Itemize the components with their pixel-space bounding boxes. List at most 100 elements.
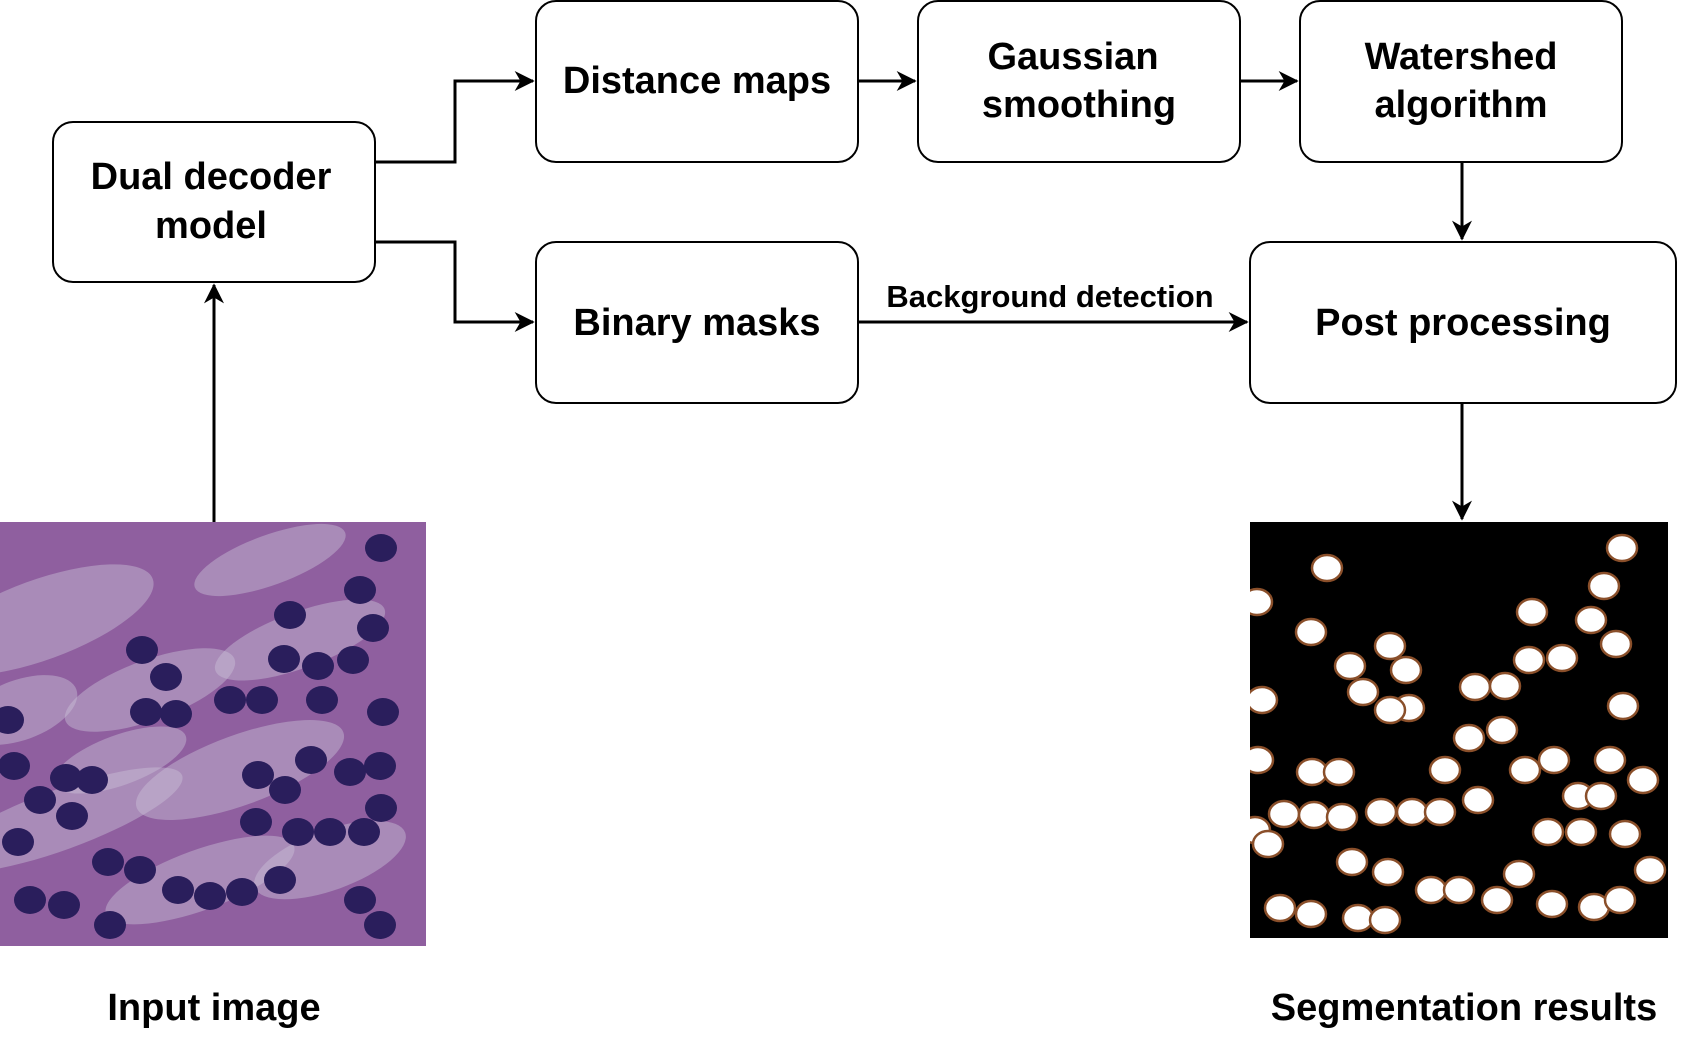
nucleus	[344, 576, 376, 604]
segmented-nucleus	[1322, 757, 1356, 787]
tissue-streak	[0, 564, 154, 676]
nucleus	[124, 856, 156, 884]
nucleus	[94, 911, 126, 939]
caption-segmentation-results: Segmentation results	[1271, 987, 1657, 1029]
input-image	[0, 522, 426, 946]
segmented-nucleus	[1389, 655, 1423, 685]
node-watershed-line-1: Watershed	[1365, 36, 1558, 78]
node-post-processing: Post processing	[1249, 241, 1677, 404]
nucleus	[0, 752, 30, 780]
nucleus	[246, 686, 278, 714]
node-dual-decoder-model: Dual decoder model	[52, 121, 376, 283]
segmented-nucleus	[1371, 857, 1405, 887]
segmented-nucleus	[1251, 829, 1285, 859]
segmented-nucleus	[1310, 553, 1344, 583]
segmented-nucleus	[1364, 797, 1398, 827]
nucleus	[76, 766, 108, 794]
nucleus	[334, 758, 366, 786]
segmented-nucleus	[1250, 685, 1279, 715]
segmentation-image-nuclei	[1250, 533, 1667, 935]
segmented-nucleus	[1333, 651, 1367, 681]
edge-label-background-detection: Background detection	[886, 279, 1213, 314]
segmented-nucleus	[1442, 875, 1476, 905]
segmented-nucleus	[1574, 605, 1608, 635]
nucleus	[194, 882, 226, 910]
nucleus	[314, 818, 346, 846]
nucleus	[348, 818, 380, 846]
segmented-nucleus	[1584, 781, 1618, 811]
nucleus	[126, 636, 158, 664]
segmented-nucleus	[1373, 695, 1407, 725]
segmented-nucleus	[1488, 671, 1522, 701]
nucleus	[282, 818, 314, 846]
tissue-streak	[64, 648, 236, 732]
segmented-nucleus	[1325, 802, 1359, 832]
nucleus	[160, 700, 192, 728]
segmented-nucleus	[1508, 755, 1542, 785]
segmented-nucleus	[1502, 859, 1536, 889]
nucleus	[365, 534, 397, 562]
segmented-nucleus	[1250, 745, 1275, 775]
nucleus	[365, 794, 397, 822]
nucleus	[240, 808, 272, 836]
tissue-streak	[0, 675, 78, 745]
segmented-nucleus	[1587, 571, 1621, 601]
nucleus	[364, 911, 396, 939]
node-distance-maps: Distance maps	[535, 0, 859, 163]
segmented-nucleus	[1458, 672, 1492, 702]
nucleus	[274, 601, 306, 629]
segmented-nucleus	[1395, 797, 1429, 827]
node-gaussian-line-2: smoothing	[982, 84, 1176, 126]
nucleus	[14, 886, 46, 914]
segmented-nucleus	[1564, 817, 1598, 847]
segmented-nucleus	[1414, 875, 1448, 905]
segmented-nucleus	[1603, 885, 1637, 915]
edge-model-to-distance-maps	[375, 71, 535, 164]
segmented-nucleus	[1452, 723, 1486, 753]
nucleus	[24, 786, 56, 814]
nucleus	[2, 828, 34, 856]
node-dual-decoder-line-2: model	[155, 205, 267, 247]
nucleus	[295, 746, 327, 774]
node-watershed-line-2: algorithm	[1374, 84, 1547, 126]
segmented-nucleus	[1633, 855, 1667, 885]
tissue-streak	[214, 599, 386, 681]
nucleus	[367, 698, 399, 726]
node-distance-maps-label: Distance maps	[563, 60, 831, 102]
nucleus	[357, 614, 389, 642]
segmented-nucleus	[1531, 817, 1565, 847]
nucleus	[0, 706, 24, 734]
segmented-nucleus	[1515, 597, 1549, 627]
segmented-nucleus	[1537, 745, 1571, 775]
nucleus	[92, 848, 124, 876]
segmented-nucleus	[1606, 691, 1640, 721]
nucleus	[50, 764, 82, 792]
tissue-streak	[135, 720, 345, 820]
tissue-streak	[194, 523, 346, 597]
segmented-nucleus	[1599, 629, 1633, 659]
nucleus	[56, 802, 88, 830]
segmented-nucleus	[1428, 755, 1462, 785]
segmented-nucleus	[1267, 799, 1301, 829]
segmented-nucleus	[1346, 677, 1380, 707]
segmented-nucleus	[1423, 797, 1457, 827]
nucleus	[337, 646, 369, 674]
nucleus	[242, 761, 274, 789]
segmented-nucleus	[1593, 745, 1627, 775]
segmented-nucleus	[1294, 899, 1328, 929]
caption-input-image: Input image	[107, 987, 320, 1029]
edge-model-to-binary-masks	[375, 240, 535, 332]
nucleus	[306, 686, 338, 714]
segmented-nucleus	[1373, 631, 1407, 661]
tissue-streak	[105, 835, 295, 925]
segmented-nucleus	[1626, 765, 1660, 795]
nucleus	[302, 652, 334, 680]
segmented-nucleus	[1294, 617, 1328, 647]
nucleus	[226, 878, 258, 906]
node-binary-masks: Binary masks	[535, 241, 859, 404]
nucleus	[162, 876, 194, 904]
node-gaussian-line-1: Gaussian	[987, 36, 1158, 78]
segmented-nucleus	[1263, 893, 1297, 923]
segmented-nucleus	[1461, 785, 1495, 815]
nucleus	[344, 886, 376, 914]
